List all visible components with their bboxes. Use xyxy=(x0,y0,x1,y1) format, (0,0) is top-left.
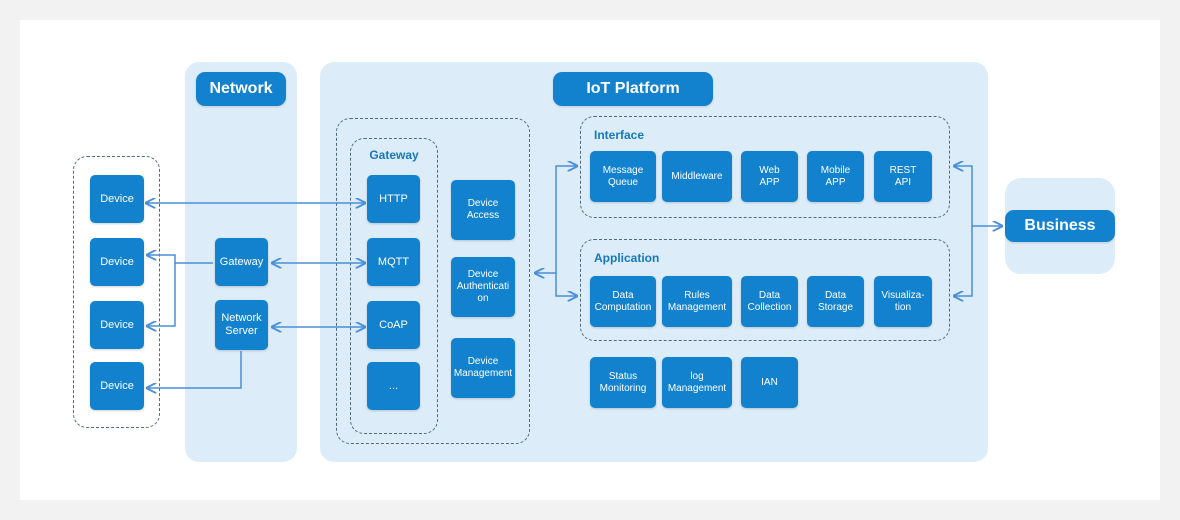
application-item-visualization: Visualiza- tion xyxy=(874,276,932,327)
interface-item-web-app: Web APP xyxy=(741,151,798,202)
status-monitoring-box: Status Monitoring xyxy=(590,357,656,408)
arrow-business-interface xyxy=(954,166,1002,226)
protocol-coap-box: CoAP xyxy=(367,301,420,349)
arrow-gateway-device2 xyxy=(147,255,213,264)
device-access-box: Device Access xyxy=(451,180,515,240)
arrow-business-application xyxy=(954,226,973,296)
interface-item-mobile-app: Mobile APP xyxy=(807,151,864,202)
network-server-box: Network Server xyxy=(215,300,268,350)
diagram-canvas: Device Device Device Device Network Gate… xyxy=(20,20,1160,500)
device-box-2: Device xyxy=(90,238,144,286)
application-group xyxy=(580,239,950,341)
log-management-box: log Management xyxy=(662,357,732,408)
device-box-3: Device xyxy=(90,301,144,349)
access-layer-group xyxy=(336,118,530,444)
protocol-more-box: ... xyxy=(367,362,420,410)
protocol-mqtt-box: MQTT xyxy=(367,238,420,286)
network-title: Network xyxy=(196,72,286,106)
connector-lines xyxy=(20,20,1160,500)
device-box-4: Device xyxy=(90,362,144,410)
interface-label: Interface xyxy=(594,128,645,142)
device-authentication-box: Device Authenticati on xyxy=(451,257,515,317)
device-management-box: Device Management xyxy=(451,338,515,398)
application-item-data-collection: Data Collection xyxy=(741,276,798,327)
arrow-split-interface xyxy=(555,166,577,273)
interface-item-middleware: Middleware xyxy=(662,151,732,202)
application-item-data-computation: Data Computation xyxy=(590,276,656,327)
devices-group xyxy=(73,156,160,428)
iot-platform-title: IoT Platform xyxy=(553,72,713,106)
network-gateway-box: Gateway xyxy=(215,238,268,286)
application-item-rules-management: Rules Management xyxy=(662,276,732,327)
arrow-split-application xyxy=(555,273,577,296)
arrow-server-device4 xyxy=(147,351,242,388)
device-box-1: Device xyxy=(90,175,144,223)
interface-item-rest-api: REST API xyxy=(874,151,932,202)
interface-item-message-queue: Message Queue xyxy=(590,151,656,202)
ian-box: IAN xyxy=(741,357,798,408)
gateway-protocols-group xyxy=(350,138,438,434)
application-label: Application xyxy=(594,251,660,265)
business-title: Business xyxy=(1005,210,1115,242)
application-item-data-storage: Data Storage xyxy=(807,276,864,327)
interface-group xyxy=(580,116,950,218)
gateway-label: Gateway xyxy=(369,148,419,162)
arrow-gateway-device3 xyxy=(147,263,176,326)
protocol-http-box: HTTP xyxy=(367,175,420,223)
